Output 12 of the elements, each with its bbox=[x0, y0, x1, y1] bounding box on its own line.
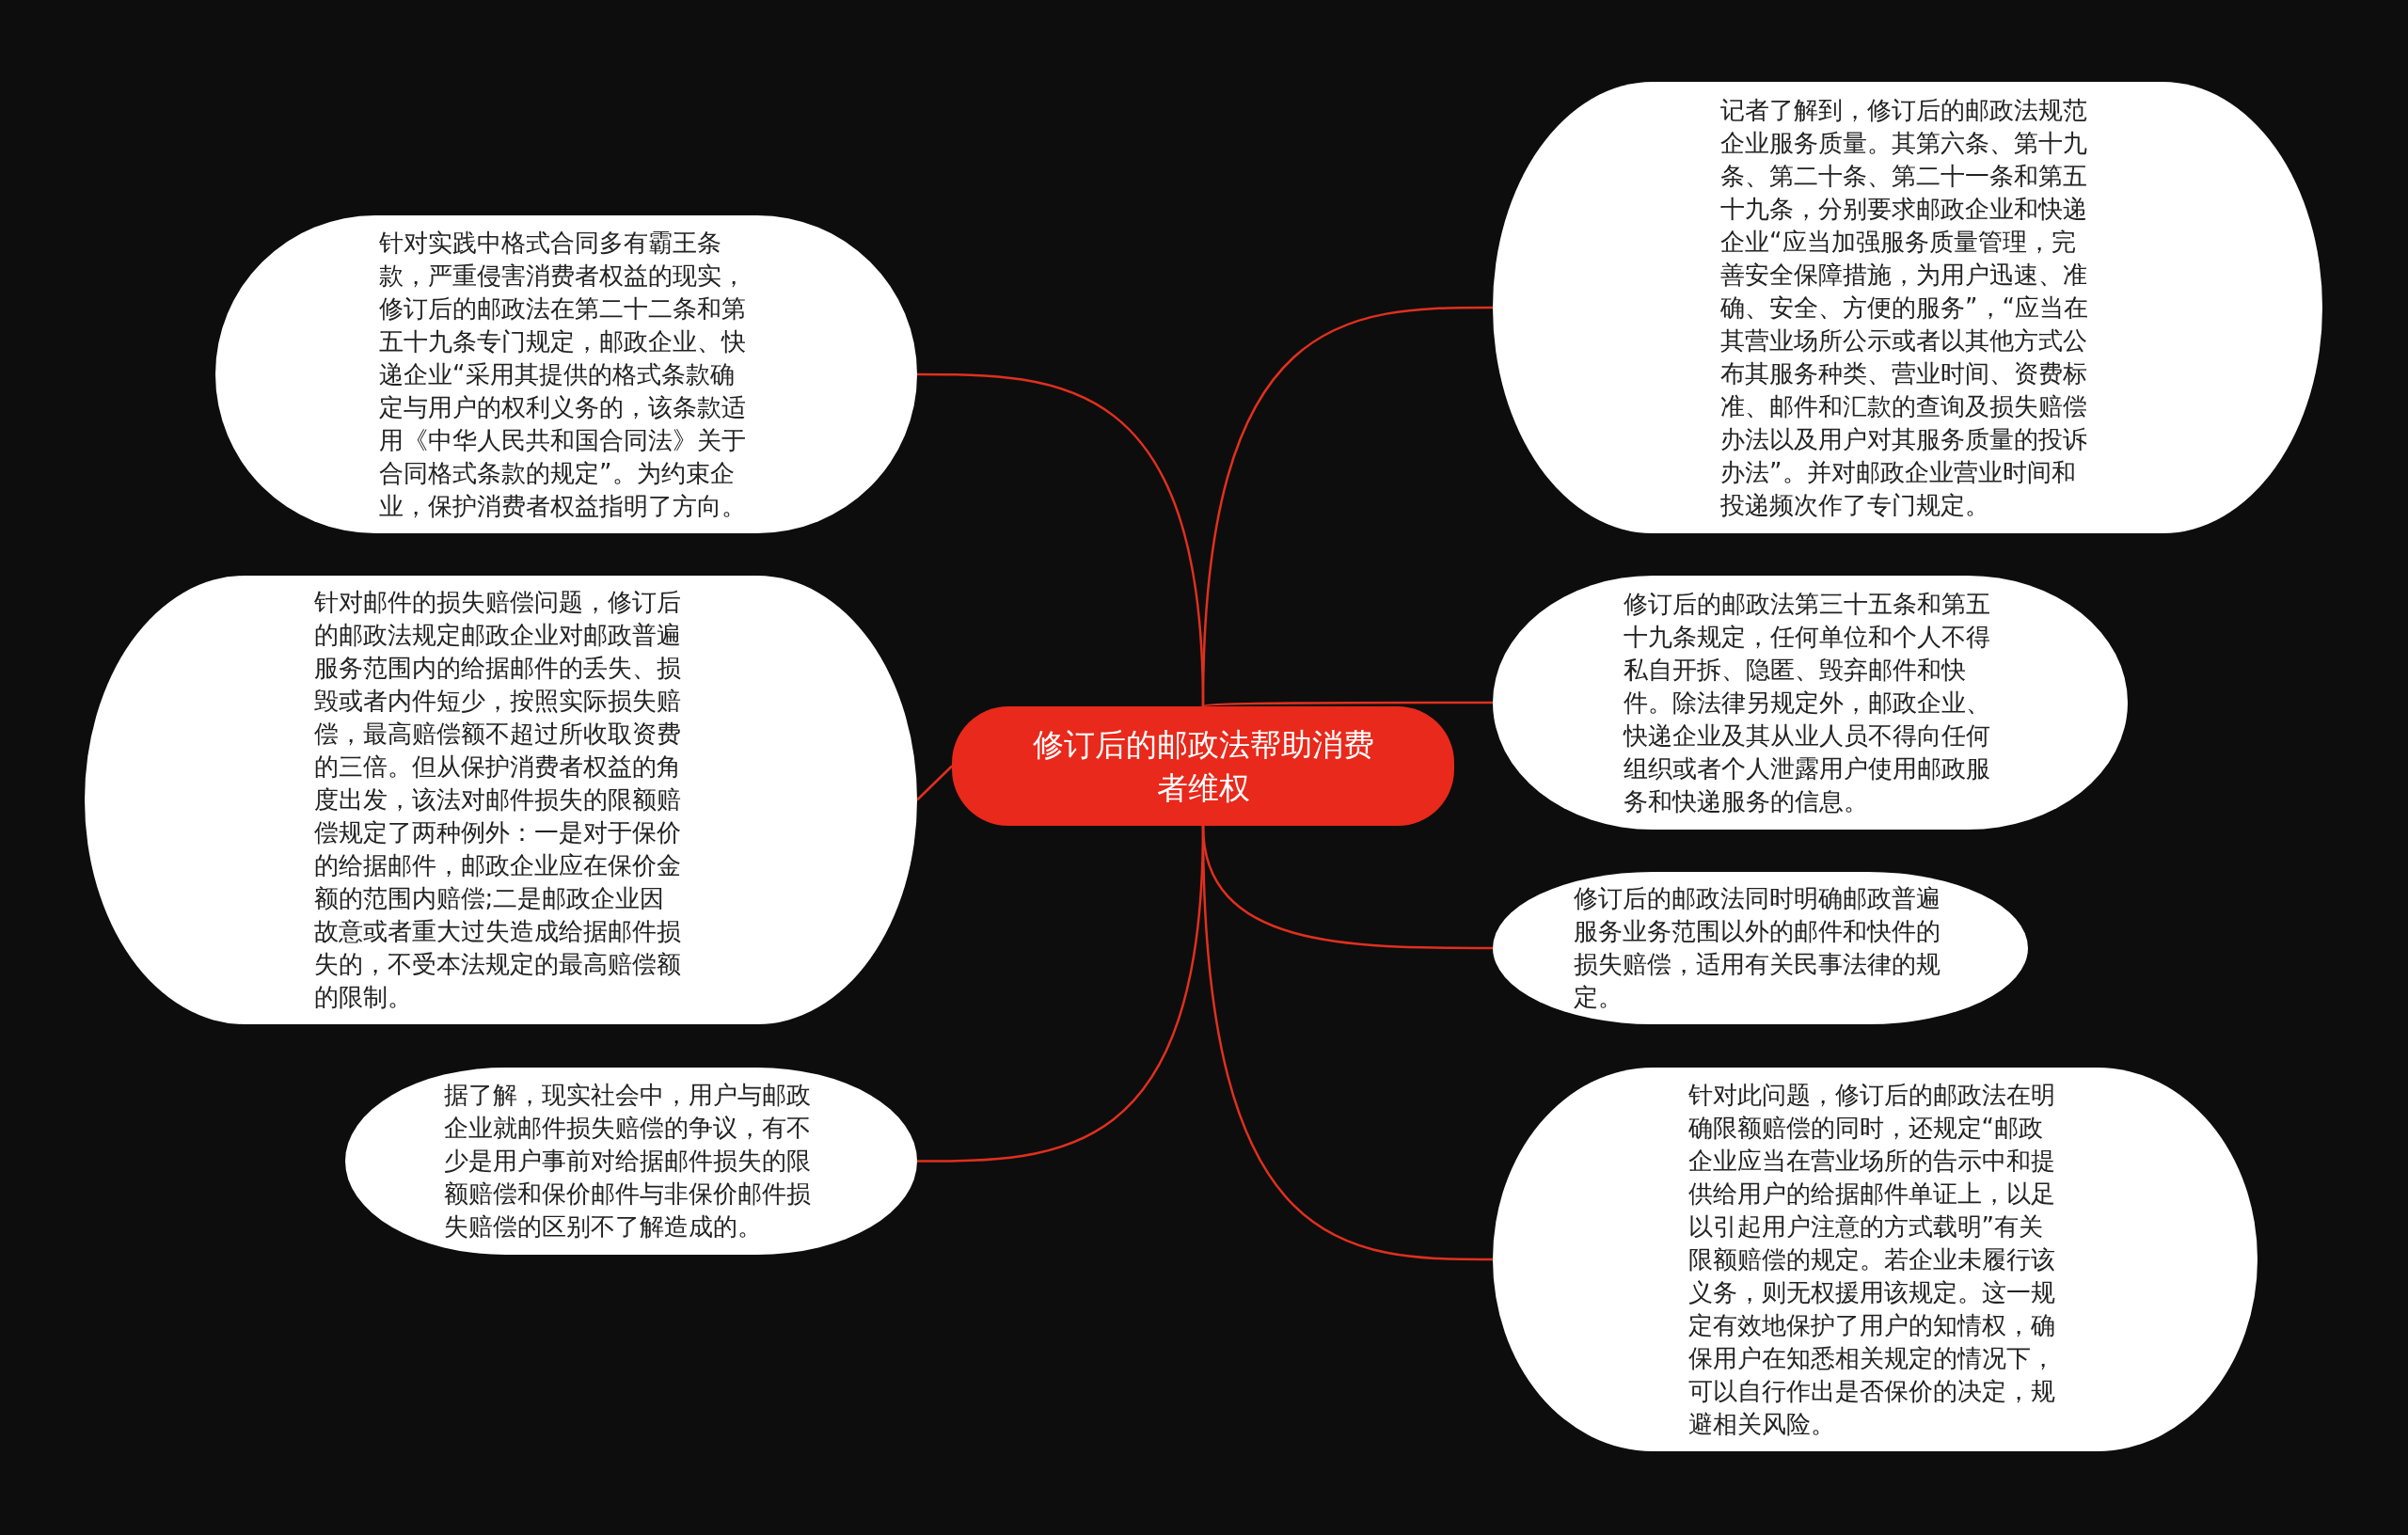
topic-text: 针对邮件的损失赔偿问题，修订后的邮政法规定邮政企业对邮政普遍服务范围内的给据邮件的丢失、损毁或者内件短少，按照实际损失赔偿，最高赔偿额不超过所收取资费的三倍。但从保护消费者权益的角度出发，该法对邮件损失的限额赔偿规定了两种例外：一是对于保价的给据邮件，邮政企业应在保价金额的范围内赔偿;二是邮政企业因故意或者重大过失造成给据邮件损失的，不受本法规定的最高赔偿额的限制。 bbox=[313, 587, 682, 1013]
connector-line bbox=[916, 765, 953, 801]
topic-text: 修订后的邮政法第三十五条和第五十九条规定，任何单位和个人不得私自开拆、隐匿、毁弃邮件和快件。除法律另规定外，邮政企业、快递企业及其从业人员不得向任何组织或者个人泄露用户使用邮政服务和快递服务的信息。 bbox=[1623, 588, 1991, 817]
connector-line bbox=[1202, 701, 1493, 708]
topic-text: 据了解，现实社会中，用户与邮政企业就邮件损失赔偿的争议，有不少是用户事前对给据邮件损失的限额赔偿和保价邮件与非保价邮件损失赔偿的区别不了解造成的。 bbox=[444, 1080, 813, 1242]
topic-text: 修订后的邮政法同时明确邮政普遍服务业务范围以外的邮件和快件的损失赔偿，适用有关民事法律的规定。 bbox=[1573, 883, 1941, 1013]
topic-text: 记者了解到，修订后的邮政法规范企业服务质量。其第六条、第十九条、第二十条、第二十一条和第五十九条，分别要求邮政企业和快递企业“应当加强服务质量管理，完善安全保障措施，为用户迅速、准确、安全、方便的服务”，“应当在其营业场所公示或者以其他方式公布其服务种类、营业时间、资费标准、邮件和汇款的查询及损失赔偿办法以及用户对其服务质量的投诉办法”。并对邮政企业营业时间和投递频次作了专门规定。 bbox=[1720, 94, 2090, 521]
topic-text: 针对此问题，修订后的邮政法在明确限额赔偿的同时，还规定“邮政企业应当在营业场所的告示中和提供给用户的给据邮件单证上，以足以引起用户注意的方式载明”有关限额赔偿的规定。若企业未履行该义务，则无权援用该规定。这一规定有效地保护了用户的知情权，确保用户在知悉相关规定的情况下，可以自行作出是否保价的决定，规避相关风险。 bbox=[1687, 1079, 2056, 1440]
topic-text: 针对实践中格式合同多有霸王条款，严重侵害消费者权益的现实，修订后的邮政法在第二十二条和第五十九条专门规定，邮政企业、快递企业“采用其提供的格式条款确定与用户的权利义务的，该条款适用《中华人民共和国合同法》关于合同格式条款的规定”。为约束企业，保护消费者权益指明了方向。 bbox=[379, 227, 748, 522]
connector-line bbox=[1201, 306, 1493, 707]
connector-line bbox=[1201, 825, 1493, 1261]
central-topic-text: 修订后的邮政法帮助消费者维权 bbox=[1031, 724, 1375, 808]
